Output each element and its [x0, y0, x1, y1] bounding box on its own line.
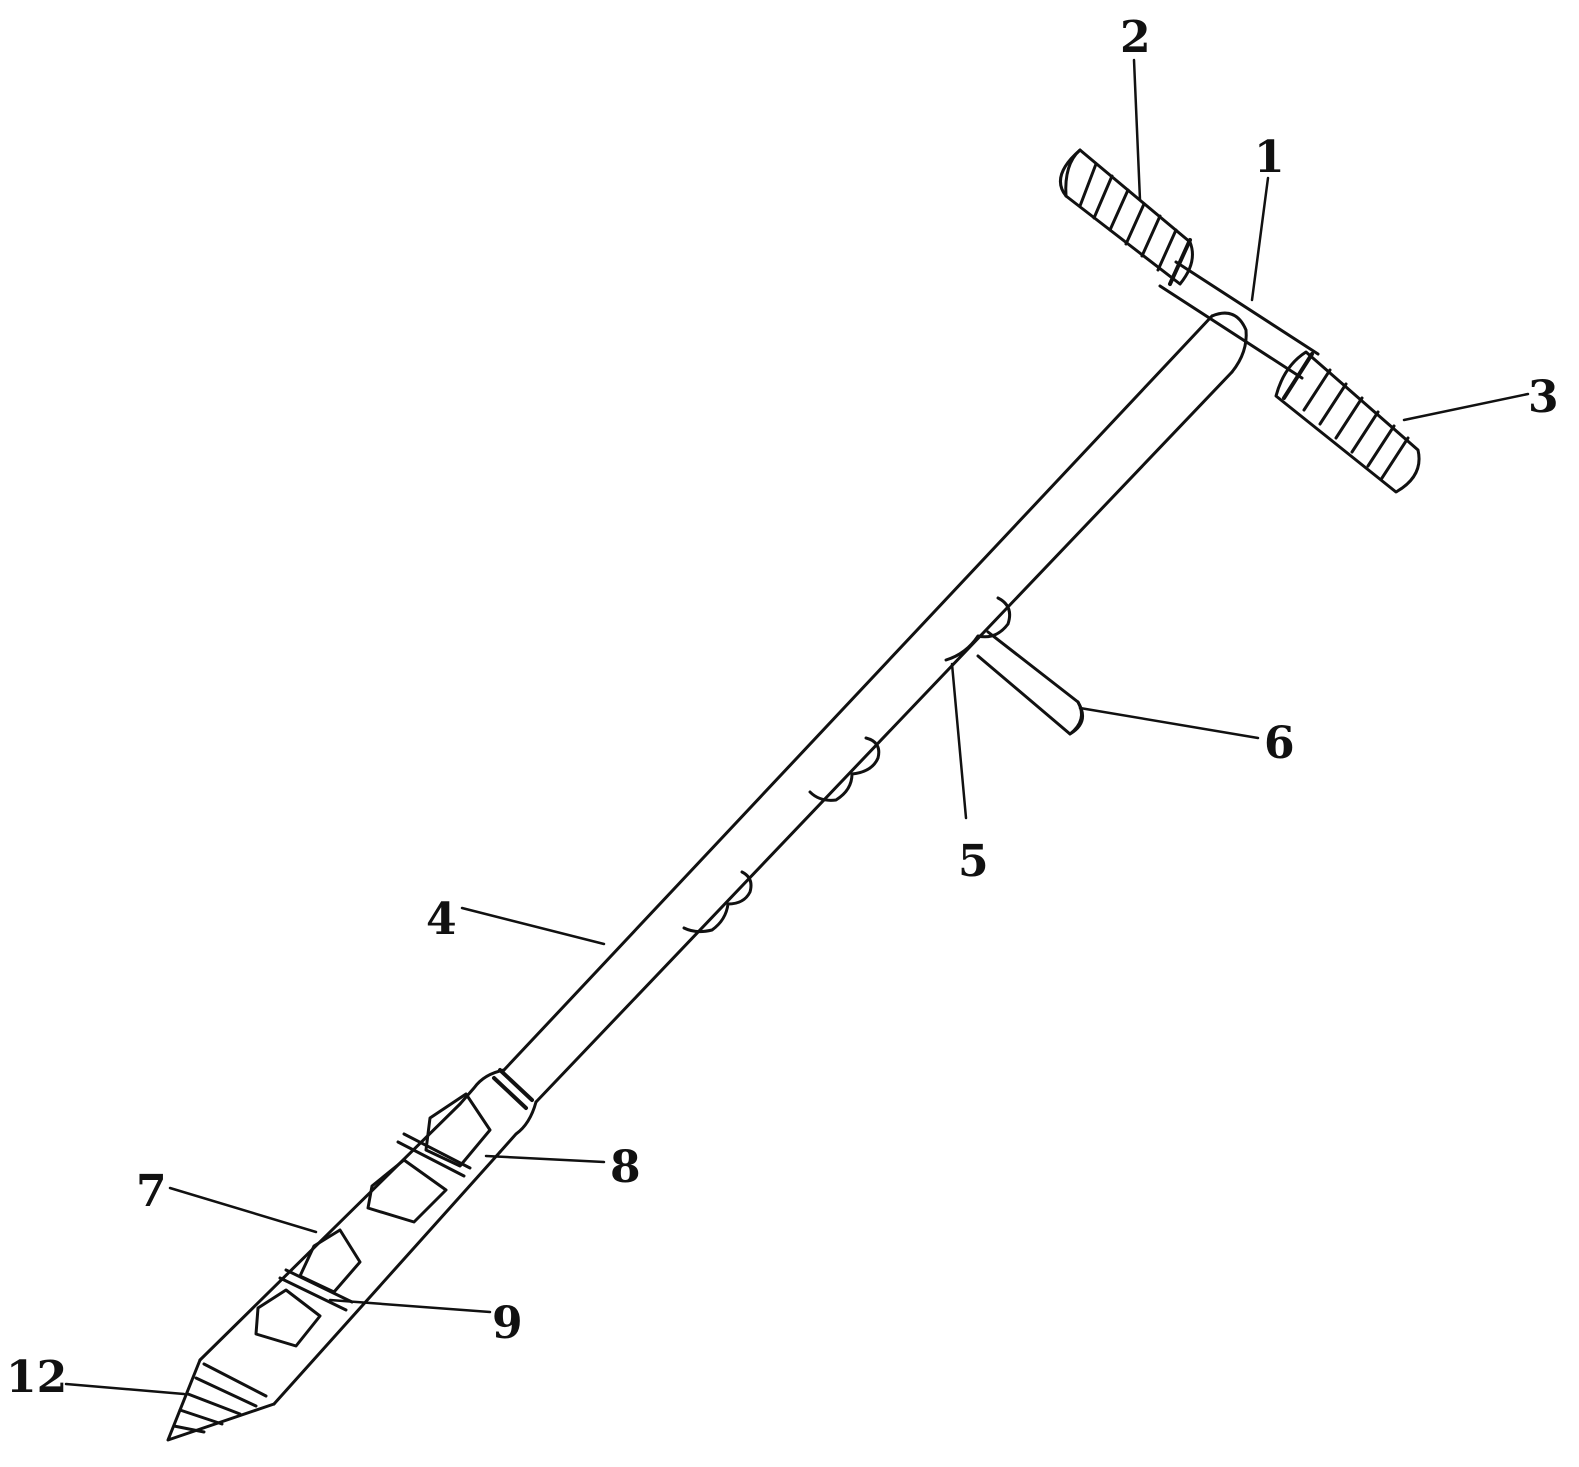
label-12: 12 [6, 1352, 67, 1403]
label-7: 7 [136, 1166, 167, 1217]
side-handle-assembly [944, 596, 1084, 736]
main-shaft [502, 311, 1248, 1104]
part-labels: 1 2 3 4 5 6 7 8 9 12 [6, 12, 1559, 1403]
shaft-bumps [682, 736, 881, 934]
label-9: 9 [492, 1298, 523, 1349]
label-5: 5 [958, 836, 989, 887]
label-8: 8 [610, 1142, 641, 1193]
left-grip [1058, 148, 1194, 286]
label-4: 4 [426, 894, 457, 945]
leader-lines [64, 58, 1530, 1396]
label-2: 2 [1120, 12, 1151, 63]
drill-head [198, 1092, 502, 1406]
label-3: 3 [1528, 372, 1559, 423]
right-grip [1274, 350, 1421, 494]
drill-tip [166, 1358, 276, 1442]
collar [458, 1068, 538, 1154]
handle-crossbar [1158, 260, 1320, 380]
label-6: 6 [1264, 718, 1295, 769]
label-1: 1 [1254, 132, 1285, 183]
